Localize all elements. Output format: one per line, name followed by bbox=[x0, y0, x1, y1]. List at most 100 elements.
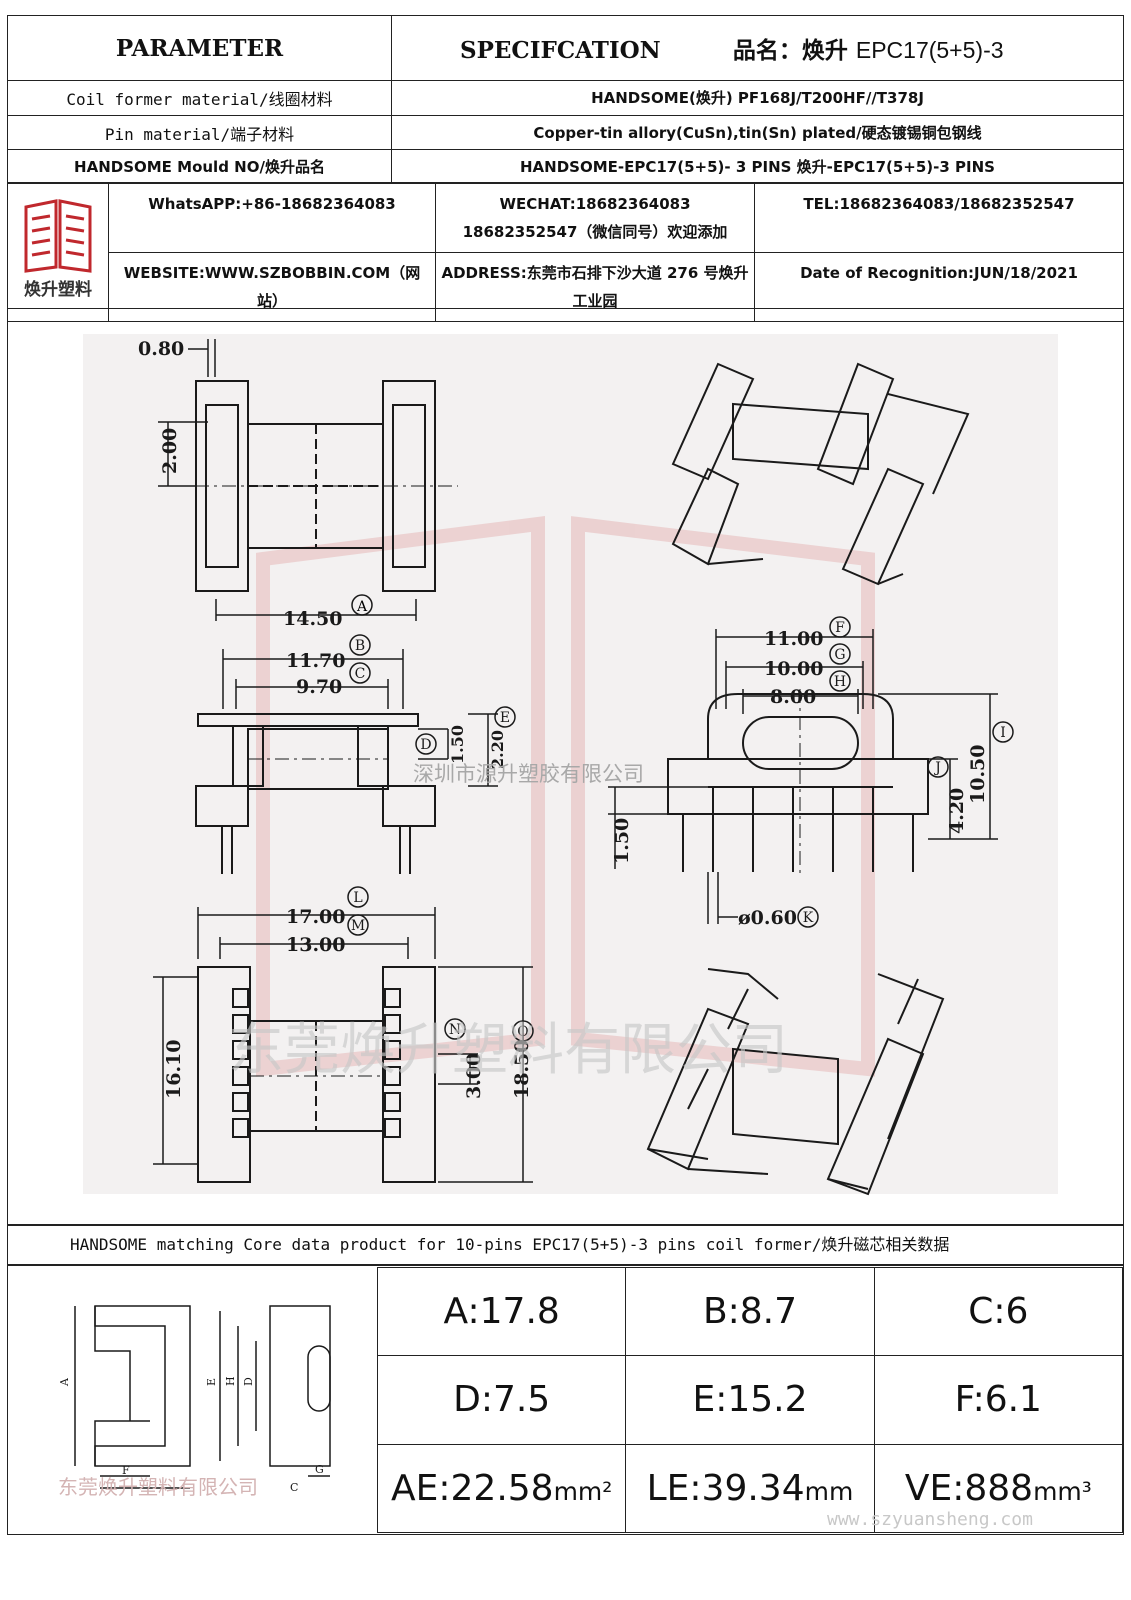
label-g-circle bbox=[829, 643, 851, 665]
core-label-c: C bbox=[290, 1481, 298, 1494]
dim-g-value: 10.00 bbox=[764, 658, 824, 680]
drawing-background bbox=[83, 334, 1058, 1194]
logo-cell: 焕升塑料 bbox=[7, 183, 109, 322]
parameter-title: PARAMETER bbox=[7, 14, 392, 82]
spec-sheet: PARAMETER SPECIFCATION 品名：焕升 EPC17(5+5)-… bbox=[7, 14, 1124, 1585]
telephone: TEL:18682364083/18682352547 bbox=[754, 183, 1124, 253]
core-d: D:7.5 bbox=[376, 1355, 627, 1445]
header-table: PARAMETER SPECIFCATION 品名：焕升 EPC17(5+5)-… bbox=[7, 14, 1124, 183]
core-label-g: G bbox=[315, 1463, 324, 1476]
pin-material-label: Pin material/端子材料 bbox=[7, 114, 392, 151]
dim-1-50: 1.50 bbox=[611, 818, 633, 864]
label-h-circle bbox=[829, 670, 851, 692]
core-ve-cell: VE:888mm³ bbox=[873, 1443, 1124, 1534]
website: WEBSITE:WWW.SZBOBBIN.COM（网站） bbox=[108, 252, 436, 322]
label-c-circle bbox=[349, 662, 371, 684]
label-e: E bbox=[500, 710, 510, 726]
core-c: C:6 bbox=[873, 1266, 1124, 1357]
dim-0-80: 0.80 bbox=[138, 338, 184, 360]
view-side bbox=[195, 649, 498, 874]
core-e: E:15.2 bbox=[625, 1355, 875, 1445]
dim-16-10: 16.10 bbox=[163, 1040, 185, 1100]
mould-no-label: HANDSOME Mould NO/焕升品名 bbox=[7, 149, 392, 183]
core-a: A:17.8 bbox=[376, 1266, 627, 1357]
logo-watermark bbox=[256, 516, 875, 1077]
core-f: F:6.1 bbox=[873, 1355, 1124, 1445]
core-data-caption: HANDSOME matching Core data product for … bbox=[7, 1225, 1124, 1265]
specification-title: SPECIFCATION 品名：焕升 EPC17(5+5)-3 bbox=[391, 14, 1124, 82]
drawing-svg: 0.80 2.00 14.50 A bbox=[83, 334, 1058, 1196]
svg-text:A: A bbox=[356, 599, 368, 615]
core-ae: AE:22.58 bbox=[391, 1467, 554, 1509]
dim-f-value: 11.00 bbox=[764, 628, 824, 650]
core-figure: A E H D F C G 东莞焕升塑料有限公司 bbox=[58, 1305, 331, 1499]
label-f-circle bbox=[829, 616, 851, 638]
technical-drawing: 0.80 2.00 14.50 A bbox=[7, 308, 1124, 1225]
label-b: B bbox=[355, 638, 365, 654]
product-name: EPC17(5+5)-3 bbox=[855, 37, 1004, 64]
core-watermark: 东莞焕升塑料有限公司 bbox=[58, 1475, 258, 1499]
label-i-circle bbox=[992, 721, 1014, 743]
company-logo: 焕升塑料 bbox=[24, 199, 92, 300]
dim-n-value: 3.00 bbox=[463, 1053, 485, 1099]
label-h: H bbox=[834, 674, 846, 690]
label-f: F bbox=[835, 620, 845, 636]
dim-k-value: ø0.60 bbox=[738, 907, 797, 929]
dim-a-value: 14.50 bbox=[283, 608, 343, 630]
product-name-label: 品名：焕升 bbox=[732, 37, 856, 65]
label-m-circle bbox=[347, 914, 369, 936]
coil-material-value: HANDSOME(焕升) PF168J/T200HF//T378J bbox=[391, 80, 1124, 116]
core-label-a: A bbox=[58, 1377, 71, 1387]
label-d-circle bbox=[415, 733, 437, 755]
whatsapp: WhatsAPP:+86-18682364083 bbox=[108, 183, 436, 253]
label-n: N bbox=[449, 1022, 461, 1038]
label-b-circle bbox=[349, 634, 371, 656]
dim-2-00: 2.00 bbox=[159, 428, 181, 474]
address: ADDRESS:东莞市石排下沙大道 276 号焕升工业园 bbox=[435, 252, 755, 322]
dim-e-value: 2.20 bbox=[488, 730, 507, 769]
label-l: L bbox=[353, 890, 362, 906]
label-j-circle bbox=[927, 756, 949, 778]
recognition-date: Date of Recognition:JUN/18/2021 bbox=[754, 252, 1124, 322]
dim-i-value: 10.50 bbox=[967, 745, 989, 805]
core-le-unit: mm bbox=[804, 1476, 854, 1506]
pin-material-value: Copper-tin allory(CuSn),tin(Sn) plated/硬… bbox=[391, 114, 1124, 151]
dim-m-value: 13.00 bbox=[286, 934, 346, 956]
label-n-circle bbox=[444, 1018, 466, 1040]
core-le-cell: LE:39.34mm bbox=[625, 1443, 875, 1534]
company-info-table: 焕升塑料 WhatsAPP:+86-18682364083 WECHAT:186… bbox=[7, 183, 1124, 322]
coil-material-label: Coil former material/线圈材料 bbox=[7, 80, 392, 116]
watermark-text-1: 深圳市源升塑胶有限公司 bbox=[413, 762, 644, 786]
label-l-circle bbox=[347, 886, 369, 908]
wechat-1: WECHAT:18682364083 bbox=[499, 195, 691, 213]
label-g: G bbox=[834, 647, 845, 663]
dim-l-value: 17.00 bbox=[286, 906, 346, 928]
label-e-circle bbox=[494, 706, 516, 728]
label-c: C bbox=[355, 666, 366, 682]
label-o: O bbox=[517, 1024, 528, 1040]
core-label-f: F bbox=[122, 1464, 130, 1477]
view-bottom bbox=[153, 907, 533, 1183]
view-iso-top bbox=[671, 362, 970, 586]
dim-b-value: 11.70 bbox=[286, 650, 346, 672]
watermark-url: www.szyuansheng.com bbox=[827, 1509, 1033, 1530]
core-ve-unit: mm³ bbox=[1033, 1476, 1092, 1506]
wechat-2: 18682352547（微信同号）欢迎添加 bbox=[462, 223, 728, 241]
dim-h-value: 8.00 bbox=[770, 686, 816, 708]
watermark-text-2: 东莞焕升塑料有限公司 bbox=[228, 1018, 788, 1083]
wechat-cell: WECHAT:18682364083 18682352547（微信同号）欢迎添加 bbox=[435, 183, 755, 253]
label-k-circle bbox=[797, 906, 819, 928]
core-b: B:8.7 bbox=[625, 1266, 875, 1357]
core-data-table: A:17.8 B:8.7 C:6 D:7.5 E:15.2 F:6.1 AE:2… bbox=[376, 1266, 1124, 1534]
core-ve: VE:888 bbox=[904, 1467, 1034, 1509]
core-le: LE:39.34 bbox=[646, 1467, 805, 1509]
dim-o-value: 18.50 bbox=[511, 1040, 533, 1100]
core-ae-cell: AE:22.58mm² bbox=[376, 1443, 627, 1534]
core-label-e: E bbox=[205, 1378, 218, 1386]
view-iso-bottom bbox=[646, 968, 945, 1196]
label-i: I bbox=[1000, 725, 1006, 741]
view-top-left bbox=[158, 339, 458, 621]
dim-d-value: 1.50 bbox=[448, 725, 467, 764]
dim-c-value: 9.70 bbox=[296, 676, 342, 698]
label-d: D bbox=[420, 737, 431, 753]
